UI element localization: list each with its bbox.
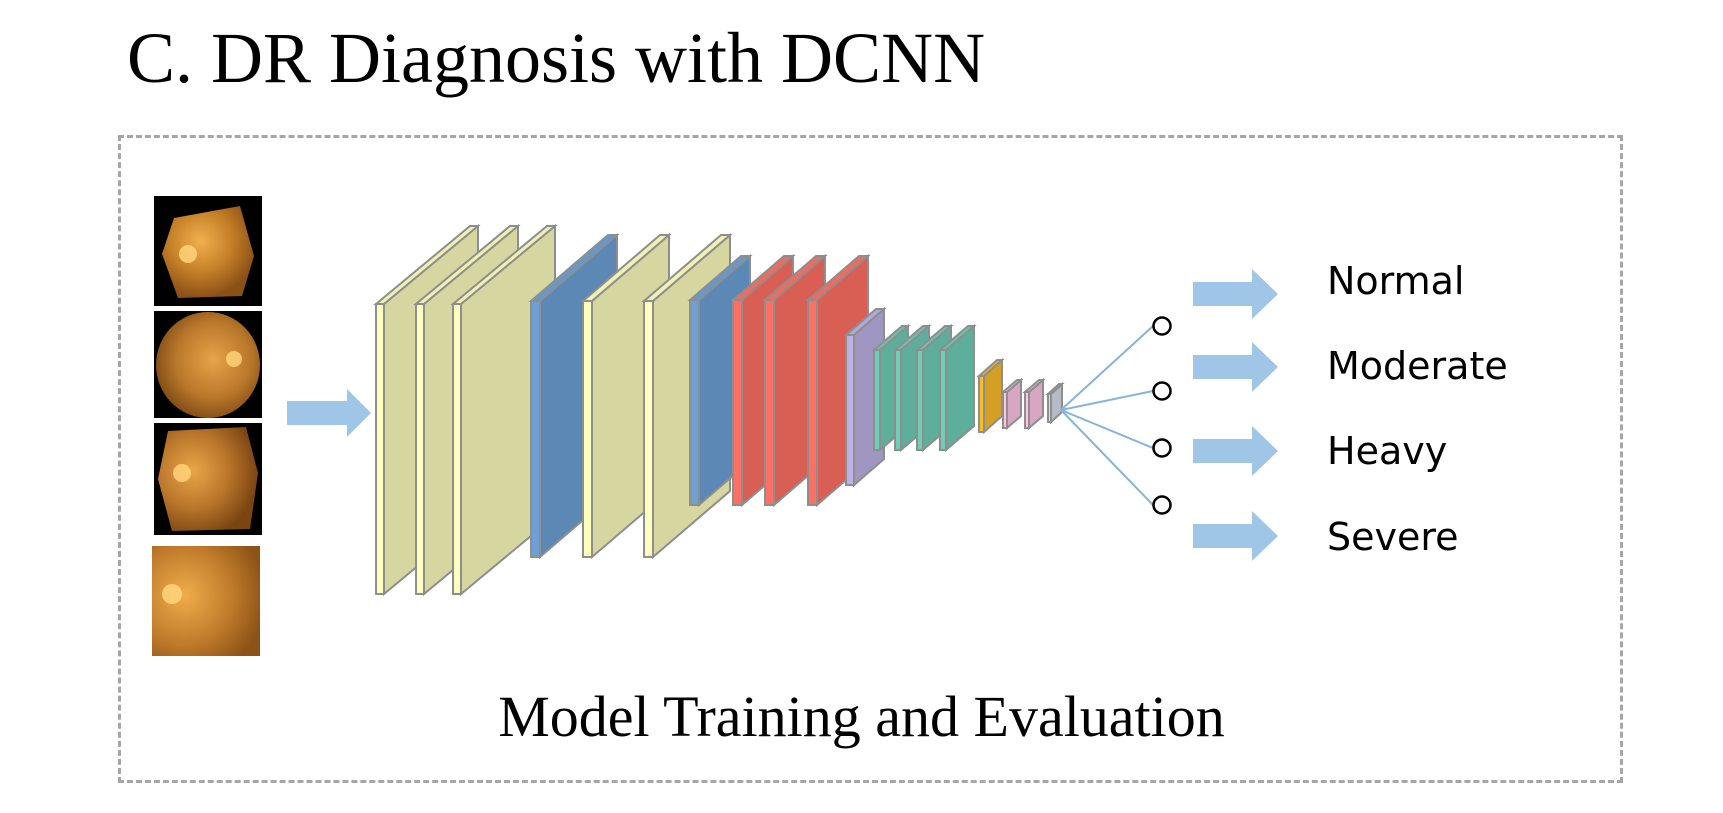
class-label-normal: Normal	[1327, 259, 1465, 303]
connector-line-4	[1060, 409, 1154, 506]
input-arrow	[287, 389, 371, 437]
class-label-heavy: Heavy	[1327, 429, 1448, 473]
connector-line-3	[1060, 409, 1154, 449]
diagram-caption: Model Training and Evaluation	[498, 684, 1225, 749]
conv-layer-2-front	[415, 303, 425, 595]
pool-layer-4	[976, 357, 1005, 435]
output-arrow-4	[1193, 511, 1278, 561]
conv-layer-12	[937, 323, 977, 453]
conv-layer-9-front	[873, 349, 881, 451]
output-connectors	[1060, 316, 1172, 515]
fc-layer-1	[1000, 377, 1024, 431]
model-frame	[118, 135, 1623, 783]
conv-layer-3-front	[452, 303, 462, 595]
conv-layer-5-front	[643, 300, 654, 558]
fc-layer-2-front	[1024, 391, 1030, 429]
cnn-layers	[373, 223, 1065, 597]
conv-layer-11-front	[916, 349, 924, 451]
output-arrow-3	[1193, 426, 1278, 476]
arrows	[287, 269, 1278, 561]
pool-layer-3-front	[845, 334, 855, 486]
class-label-severe: Severe	[1327, 515, 1459, 559]
page-title: C. DR Diagnosis with DCNN	[127, 18, 986, 98]
fundus-image-2	[154, 311, 262, 418]
class-label-moderate: Moderate	[1327, 344, 1508, 388]
output-arrow-2	[1193, 342, 1278, 392]
conv-layer-7-front	[764, 299, 775, 506]
fundus-image-4	[152, 546, 260, 656]
output-node-4	[1152, 495, 1172, 515]
output-arrow-1	[1193, 269, 1278, 319]
fc-layer-1-front	[1002, 391, 1008, 429]
pool-layer-2-front	[689, 299, 700, 506]
conv-layer-6-front	[732, 299, 743, 506]
connector-line-1	[1060, 325, 1154, 411]
fundus-image-1	[154, 196, 262, 306]
conv-layer-1-front	[375, 303, 385, 595]
pool-layer-4-front	[978, 375, 985, 433]
output-node-1	[1152, 316, 1172, 336]
connector-line-2	[1060, 390, 1154, 411]
conv-layer-4-front	[582, 300, 593, 558]
conv-layer-8-front	[807, 299, 818, 506]
output-node-3	[1152, 438, 1172, 458]
conv-layer-12-front	[939, 349, 947, 451]
fundus-image-3	[154, 423, 262, 535]
fc-layer-2	[1022, 377, 1046, 431]
output-node-2	[1152, 381, 1172, 401]
fc-layer-3	[1045, 381, 1065, 425]
pool-layer-1-front	[530, 300, 541, 558]
fc-layer-3-front	[1047, 393, 1052, 423]
conv-layer-10-front	[894, 349, 902, 451]
